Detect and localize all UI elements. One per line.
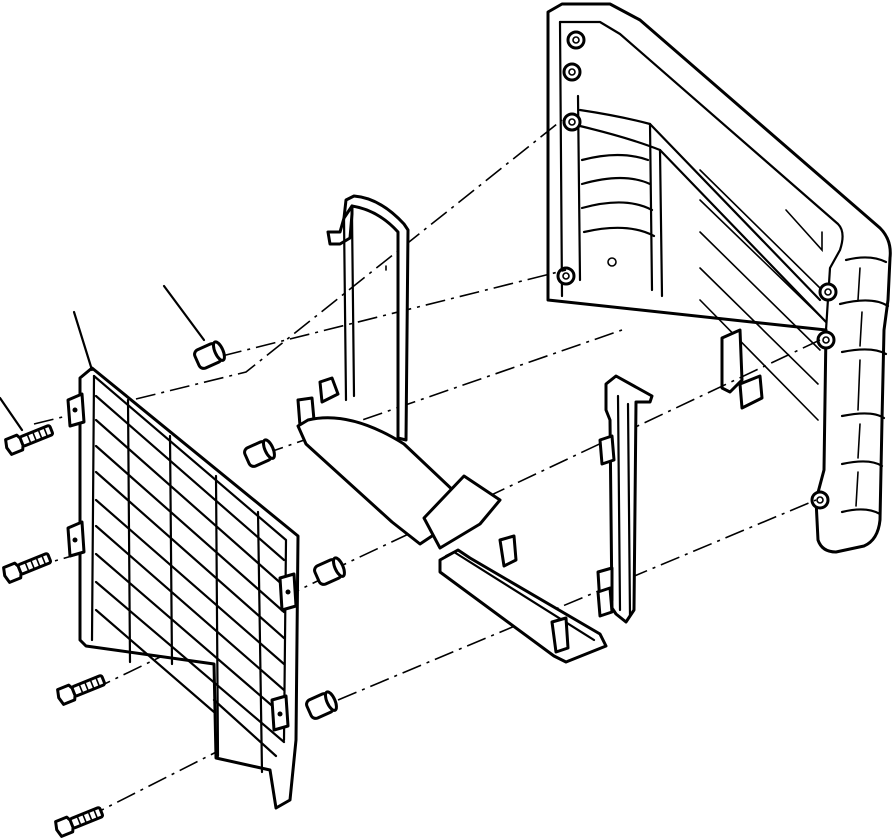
mesh-grille bbox=[66, 366, 300, 810]
ribbed-housing bbox=[546, 2, 892, 554]
floor-plate bbox=[438, 534, 608, 664]
spacer-callout-leader bbox=[162, 284, 206, 342]
spacer-collar-icon bbox=[313, 556, 346, 586]
callout-leaders bbox=[0, 284, 206, 432]
hex-bolt-icon bbox=[56, 674, 107, 706]
bolt-callout-leader bbox=[0, 396, 24, 432]
spacer-collar-icon bbox=[305, 690, 338, 720]
hex-bolt-icon bbox=[2, 552, 53, 584]
bent-bracket bbox=[296, 194, 502, 550]
grille-callout-leader bbox=[72, 310, 94, 372]
hex-bolt-icon bbox=[54, 806, 105, 838]
spacer-collar-icon bbox=[243, 438, 276, 468]
channel-bracket bbox=[596, 374, 654, 624]
hex-bolt-icon bbox=[4, 424, 55, 456]
spacer-collar-icon bbox=[193, 340, 226, 370]
